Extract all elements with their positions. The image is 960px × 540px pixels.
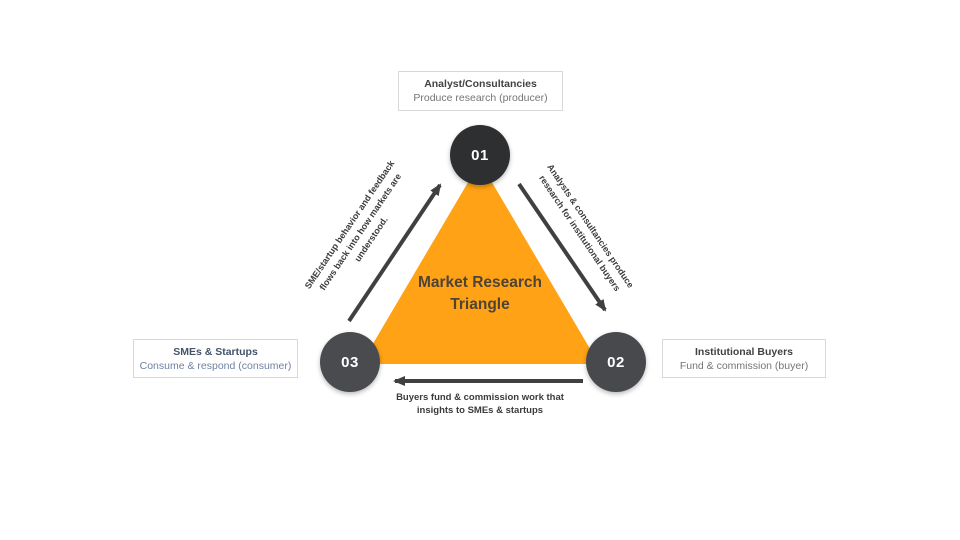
label-box-smes-startups: SMEs & Startups Consume & respond (consu… [133, 339, 298, 378]
smes-box-subtitle: Consume & respond (consumer) [139, 360, 292, 372]
diagram-title: Market Research Triangle [380, 272, 580, 316]
node-01-analysts: 01 [450, 125, 510, 185]
node-03-smes-startups: 03 [320, 332, 380, 392]
flow-label-buyers-to-smes: Buyers fund & commission work that insig… [330, 391, 630, 417]
label-box-institutional-buyers: Institutional Buyers Fund & commission (… [662, 339, 826, 378]
node-03-number: 03 [341, 353, 359, 371]
node-01-number: 01 [471, 146, 489, 164]
diagram-title-line1: Market Research [417, 274, 543, 291]
analyst-box-title: Analyst/Consultancies [424, 78, 537, 90]
node-02-institutional-buyers: 02 [586, 332, 646, 392]
market-research-triangle-shape [361, 162, 599, 364]
label-box-analyst-consultancies: Analyst/Consultancies Produce research (… [398, 71, 563, 111]
arrow-smes-to-analysts [347, 183, 442, 323]
diagram-title-line2: Triangle [450, 296, 510, 313]
buyers-box-title: Institutional Buyers [694, 346, 793, 358]
fund-label-line1: Buyers fund & commission work that [396, 392, 564, 403]
smes-box-title: SMEs & Startups [173, 346, 258, 358]
node-02-number: 02 [607, 353, 625, 371]
analyst-box-subtitle: Produce research (producer) [413, 92, 548, 104]
buyers-box-subtitle: Fund & commission (buyer) [679, 360, 809, 372]
fund-label-line2: insights to SMEs & startups [416, 405, 544, 416]
arrow-analysts-to-buyers [517, 182, 607, 312]
